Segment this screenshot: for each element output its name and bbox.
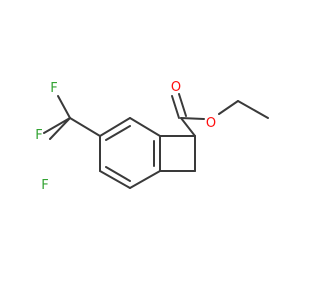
bond-ch2-to-ch3 — [237, 100, 269, 119]
bond-cf3-to-f-bottom — [43, 117, 71, 134]
bonds — [43, 93, 269, 189]
bond-ring-to-cf3 — [69, 117, 101, 137]
bond-ester-o-to-ch2 — [218, 100, 239, 115]
fluorine-bottom-label: F — [41, 178, 48, 193]
molecule-structure: O O F F F — [35, 80, 269, 193]
bond-carbonyl-to-ester-o — [180, 117, 205, 120]
bond-cf3-to-f-top — [57, 95, 71, 119]
bond-carbonyl-double-b — [178, 93, 187, 117]
bond-cf3-to-f-left — [49, 117, 71, 140]
bond-ring-c3-c4 — [99, 170, 131, 189]
ester-oxygen-label: O — [206, 116, 216, 131]
bond-double-inner-top — [105, 125, 131, 141]
fluorine-top-label: F — [50, 81, 57, 96]
carbonyl-oxygen-label: O — [171, 80, 181, 95]
bond-ring-to-carbonyl — [180, 117, 196, 137]
bond-ring-c1-c2 — [99, 117, 131, 137]
bond-ring-c4-c5 — [129, 170, 161, 189]
structure-canvas: O O F F F — [35, 80, 269, 193]
bond-double-inner-bottom — [105, 166, 131, 182]
fluorine-left-label: F — [35, 128, 42, 143]
bond-ring-c6-c1 — [129, 117, 161, 137]
bond-carbonyl-double-a — [171, 95, 180, 119]
